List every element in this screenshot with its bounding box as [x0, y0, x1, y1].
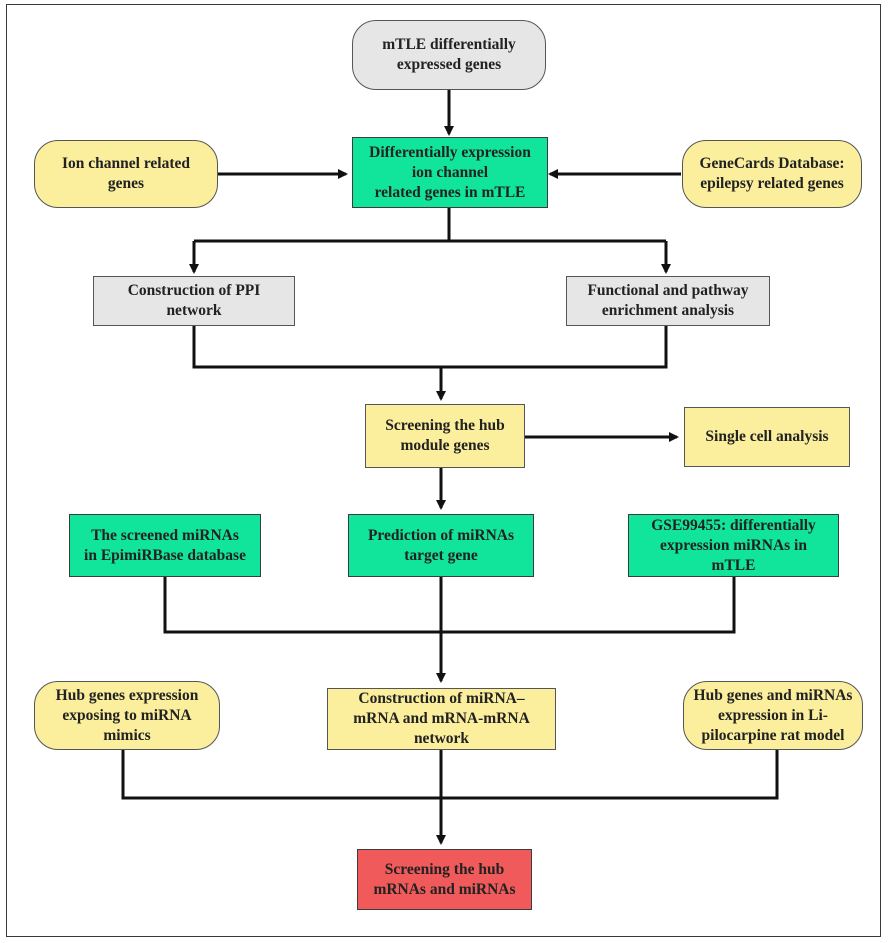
line-bottom-merge: [121, 750, 779, 800]
node-mtle-degs-label: mTLE differentially expressed genes: [382, 36, 516, 73]
node-ppi-label: Construction of PPI network: [127, 282, 261, 319]
node-final: Screening the hub mRNAs and miRNAs: [357, 849, 532, 910]
node-ion-channel-genes-label: Ion channel related genes: [61, 155, 191, 192]
node-ppi: Construction of PPI network: [93, 276, 295, 326]
node-de-ion-channel-label: Differentially expression ion channel re…: [369, 143, 531, 201]
node-ion-channel-genes: Ion channel related genes: [34, 140, 218, 208]
node-gse99455: GSE99455: differentially expression miRN…: [628, 514, 839, 577]
node-hub-module-label: Screening the hub module genes: [385, 417, 505, 454]
node-epimirbase: The screened miRNAs in EpimiRBase databa…: [69, 514, 261, 577]
node-genecards: GeneCards Database: epilepsy related gen…: [682, 140, 862, 208]
node-final-label: Screening the hub mRNAs and miRNAs: [373, 860, 516, 898]
node-network: Construction of miRNA– mRNA and mRNA-mRN…: [327, 688, 556, 750]
node-enrichment-label: Functional and pathway enrichment analys…: [587, 282, 749, 319]
node-network-label: Construction of miRNA– mRNA and mRNA-mRN…: [353, 690, 530, 747]
node-mimics-label: Hub genes expression exposing to miRNA m…: [55, 686, 199, 744]
line-green-merge: [163, 577, 736, 634]
node-hub-module: Screening the hub module genes: [365, 404, 525, 468]
node-genecards-label: GeneCards Database: epilepsy related gen…: [699, 155, 845, 192]
node-mimics: Hub genes expression exposing to miRNA m…: [34, 681, 220, 750]
node-enrichment: Functional and pathway enrichment analys…: [566, 276, 770, 326]
node-target-prediction: Prediction of miRNAs target gene: [348, 514, 534, 577]
node-rat-model: Hub genes and miRNAs expression in Li- p…: [683, 681, 863, 750]
node-rat-model-label: Hub genes and miRNAs expression in Li- p…: [693, 686, 853, 744]
node-mtle-degs: mTLE differentially expressed genes: [352, 20, 546, 90]
node-target-prediction-label: Prediction of miRNAs target gene: [367, 526, 515, 564]
node-single-cell-label: Single cell analysis: [705, 428, 829, 445]
node-gse99455-label: GSE99455: differentially expression miRN…: [651, 516, 816, 574]
node-single-cell: Single cell analysis: [684, 407, 850, 467]
node-epimirbase-label: The screened miRNAs in EpimiRBase databa…: [84, 526, 246, 564]
line-ppi-merge: [192, 326, 668, 369]
node-de-ion-channel: Differentially expression ion channel re…: [352, 137, 548, 208]
